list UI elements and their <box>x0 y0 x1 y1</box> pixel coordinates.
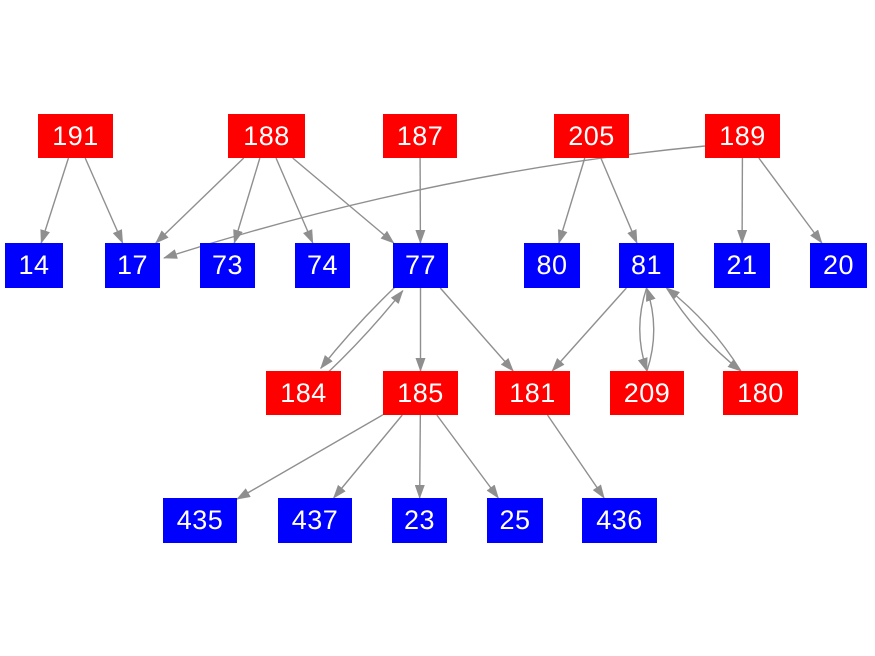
node-80: 80 <box>524 243 580 288</box>
edge-188-73 <box>233 157 261 244</box>
node-188: 188 <box>228 114 305 158</box>
edge-205-80 <box>557 157 586 244</box>
edge-181-436 <box>546 414 605 499</box>
edge-188-17 <box>155 157 245 244</box>
node-185: 185 <box>383 371 458 415</box>
node-17: 17 <box>105 243 160 288</box>
edge-189-17 <box>163 145 706 259</box>
node-435: 435 <box>163 498 237 543</box>
edge-188-74 <box>275 157 314 244</box>
edge-77-184 <box>320 284 398 370</box>
node-180: 180 <box>723 371 798 415</box>
node-20: 20 <box>810 243 867 288</box>
edge-191-14 <box>40 157 70 244</box>
edge-185-25 <box>436 414 499 499</box>
node-23: 23 <box>392 498 447 543</box>
edge-191-17 <box>84 157 124 244</box>
node-437: 437 <box>278 498 352 543</box>
node-209: 209 <box>610 371 684 415</box>
node-436: 436 <box>582 498 657 543</box>
node-184: 184 <box>266 371 341 415</box>
node-74: 74 <box>295 243 350 288</box>
edge-205-81 <box>600 157 638 244</box>
edge-185-435 <box>236 414 384 500</box>
node-73: 73 <box>200 243 255 288</box>
node-205: 205 <box>554 114 629 158</box>
edge-185-437 <box>332 414 403 499</box>
edge-209-81 <box>645 287 656 372</box>
edge-185-23 <box>414 414 425 499</box>
node-187: 187 <box>383 114 457 158</box>
node-191: 191 <box>38 114 113 158</box>
node-21: 21 <box>714 243 770 288</box>
edge-81-180 <box>666 287 742 372</box>
node-14: 14 <box>5 243 63 288</box>
edge-188-77 <box>292 157 395 244</box>
edge-184-77 <box>326 289 404 375</box>
edge-81-181 <box>551 287 627 372</box>
node-189: 189 <box>705 114 780 158</box>
node-25: 25 <box>487 498 543 543</box>
node-77: 77 <box>393 243 448 288</box>
edge-81-209 <box>637 287 648 372</box>
node-181: 181 <box>495 371 570 415</box>
edge-189-20 <box>758 157 823 244</box>
node-81: 81 <box>619 243 674 288</box>
edge-77-181 <box>439 287 514 372</box>
edge-180-81 <box>665 287 742 372</box>
